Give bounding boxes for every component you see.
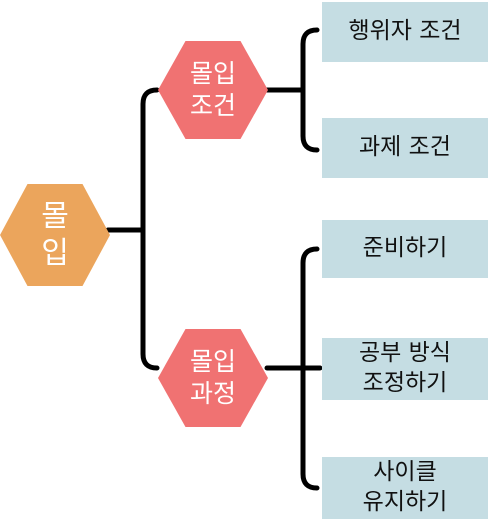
leaf-node-task-condition: 과제 조건	[322, 118, 488, 178]
branch-node-flow-process: 몰입 과정	[158, 329, 268, 427]
root-label-line-2: 입	[41, 236, 69, 271]
root-node-flow: 몰 입	[0, 184, 110, 286]
leaf-label: 과제 조건	[359, 134, 451, 161]
leaf-node-adjust-study-method: 공부 방식 조정하기	[322, 338, 488, 400]
branch-label-line-2: 조건	[189, 91, 236, 120]
leaf-label-line-1: 사이클	[373, 459, 437, 486]
root-label-line-1: 몰	[41, 198, 69, 234]
branch-label-line-1: 몰입	[189, 58, 236, 88]
leaf-label-line-2: 유지하기	[362, 489, 448, 515]
leaf-label-line-2: 조정하기	[362, 370, 448, 396]
branch-spine	[140, 87, 160, 371]
leaf-label: 행위자 조건	[348, 18, 462, 45]
leaf-node-actor-condition: 행위자 조건	[322, 2, 488, 62]
branch-label-line-1: 몰입	[189, 346, 236, 376]
leaf-node-maintain-cycle: 사이클 유지하기	[322, 457, 488, 519]
leaf-label-line-1: 공부 방식	[359, 340, 451, 367]
connector-group	[105, 27, 323, 491]
leaf-node-preparing: 준비하기	[322, 220, 488, 278]
leaf-label: 준비하기	[362, 235, 448, 262]
branch-label-line-2: 과정	[189, 379, 236, 408]
condition-spine	[300, 27, 320, 153]
